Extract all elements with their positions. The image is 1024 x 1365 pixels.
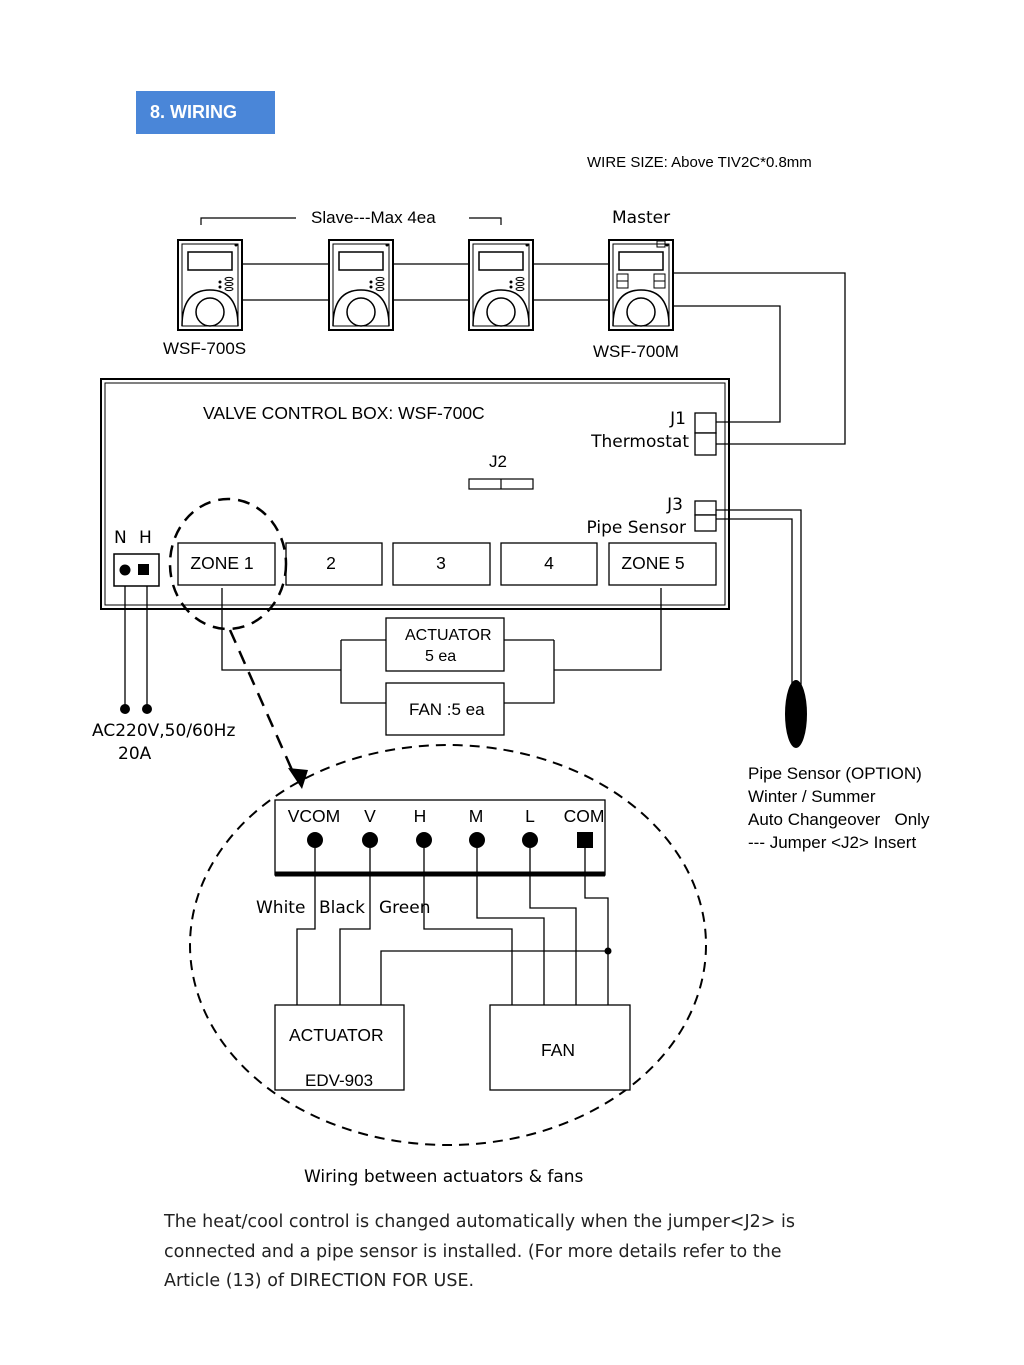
- footnote: The heat/cool control is changed automat…: [164, 1212, 795, 1291]
- zone-3: 3: [436, 553, 446, 573]
- j1-connector: [694, 412, 717, 456]
- terminal-square-com: [577, 832, 593, 848]
- detail-arrow-head: [288, 768, 308, 789]
- actuator-summary-box: [385, 617, 505, 672]
- zone-terminals: [177, 542, 717, 586]
- power-dot-h: [142, 704, 152, 714]
- j2-label: J2: [489, 452, 507, 471]
- zone-4: 4: [544, 553, 554, 573]
- slave-label: Slave---Max 4ea: [311, 208, 436, 227]
- zone-5: ZONE 5: [621, 553, 684, 573]
- terminal-v: V: [364, 806, 376, 826]
- j2-jumper: [468, 478, 534, 490]
- pipe-sensor-connector-label: Pipe Sensor: [586, 518, 686, 538]
- wire-size-note: WIRE SIZE: Above TIV2C*0.8mm: [587, 154, 812, 171]
- detail-boundary: [189, 744, 707, 1146]
- terminal-dot-vcom: [307, 832, 323, 848]
- terminal-dot-l: [522, 832, 538, 848]
- zone-wiring: [221, 588, 662, 704]
- pipe-sensor-probe: [785, 680, 807, 748]
- thermostat-connector-label: Thermostat: [590, 432, 689, 452]
- master-thermostat: [608, 239, 674, 331]
- power-cable: [124, 586, 148, 708]
- valve-control-box: [100, 378, 730, 610]
- zone-1: ZONE 1: [190, 553, 253, 573]
- detail-actuator-model: EDV-903: [305, 1071, 373, 1090]
- detail-fan-label: FAN: [541, 1040, 575, 1060]
- h-terminal-square: [138, 564, 149, 575]
- actuator-summary-qty: 5 ea: [425, 648, 456, 665]
- wire-color-white: White: [256, 898, 305, 918]
- pipe-sensor-note-3: Auto Changeover Only: [748, 810, 930, 829]
- n-terminal-dot: [119, 564, 131, 576]
- master-model: WSF-700M: [593, 342, 679, 361]
- control-box-title: VALVE CONTROL BOX: WSF-700C: [203, 403, 485, 423]
- pipe-sensor-note-4: --- Jumper <J2> Insert: [748, 833, 916, 852]
- terminal-h: H: [414, 806, 427, 826]
- actuator-summary-label: ACTUATOR: [405, 627, 492, 644]
- n-label: N: [114, 528, 127, 548]
- pipe-sensor-note-1: Pipe Sensor (OPTION): [748, 764, 922, 783]
- j3-label: J3: [666, 495, 683, 515]
- terminal-com: COM: [564, 806, 605, 826]
- power-current: 20A: [118, 744, 152, 764]
- section-title: 8. WIRING: [136, 91, 275, 134]
- slave-thermostat: [468, 239, 534, 331]
- j3-connector: [694, 500, 717, 532]
- power-dot-n: [120, 704, 130, 714]
- slave-model: WSF-700S: [163, 339, 246, 358]
- terminal-strip: [274, 799, 606, 876]
- wire-color-black: Black: [319, 898, 365, 918]
- detail-actuator-label: ACTUATOR: [289, 1025, 384, 1045]
- common-junction: [604, 947, 612, 955]
- detail-caption: Wiring between actuators & fans: [304, 1167, 584, 1187]
- detail-fan-box: [489, 1004, 631, 1091]
- wire-color-green: Green: [379, 898, 430, 918]
- zone1-highlight: [168, 497, 288, 631]
- terminal-dot-m: [469, 832, 485, 848]
- detail-actuator-box: [274, 1004, 405, 1091]
- terminal-vcom: VCOM: [288, 806, 341, 826]
- pipe-sensor-cable: [716, 509, 802, 690]
- zone-2: 2: [326, 553, 336, 573]
- h-label: H: [139, 528, 152, 548]
- j1-label: J1: [669, 409, 686, 429]
- slave-bracket: [200, 217, 502, 225]
- terminal-l: L: [525, 806, 535, 826]
- detail-arrow-line: [228, 629, 294, 771]
- master-label: Master: [612, 208, 670, 228]
- slave-thermostat: [177, 239, 243, 331]
- fan-summary-label: FAN :5 ea: [409, 700, 485, 719]
- fan-summary-box: [385, 682, 505, 736]
- terminal-m: M: [469, 806, 484, 826]
- thermostat-bus: [242, 263, 846, 445]
- detail-wiring: [296, 848, 609, 1005]
- slave-thermostat: [328, 239, 394, 331]
- power-spec: AC220V,50/60Hz: [92, 721, 235, 741]
- terminal-dot-v: [362, 832, 378, 848]
- terminal-dot-h: [416, 832, 432, 848]
- pipe-sensor-note-2: Winter / Summer: [748, 787, 876, 806]
